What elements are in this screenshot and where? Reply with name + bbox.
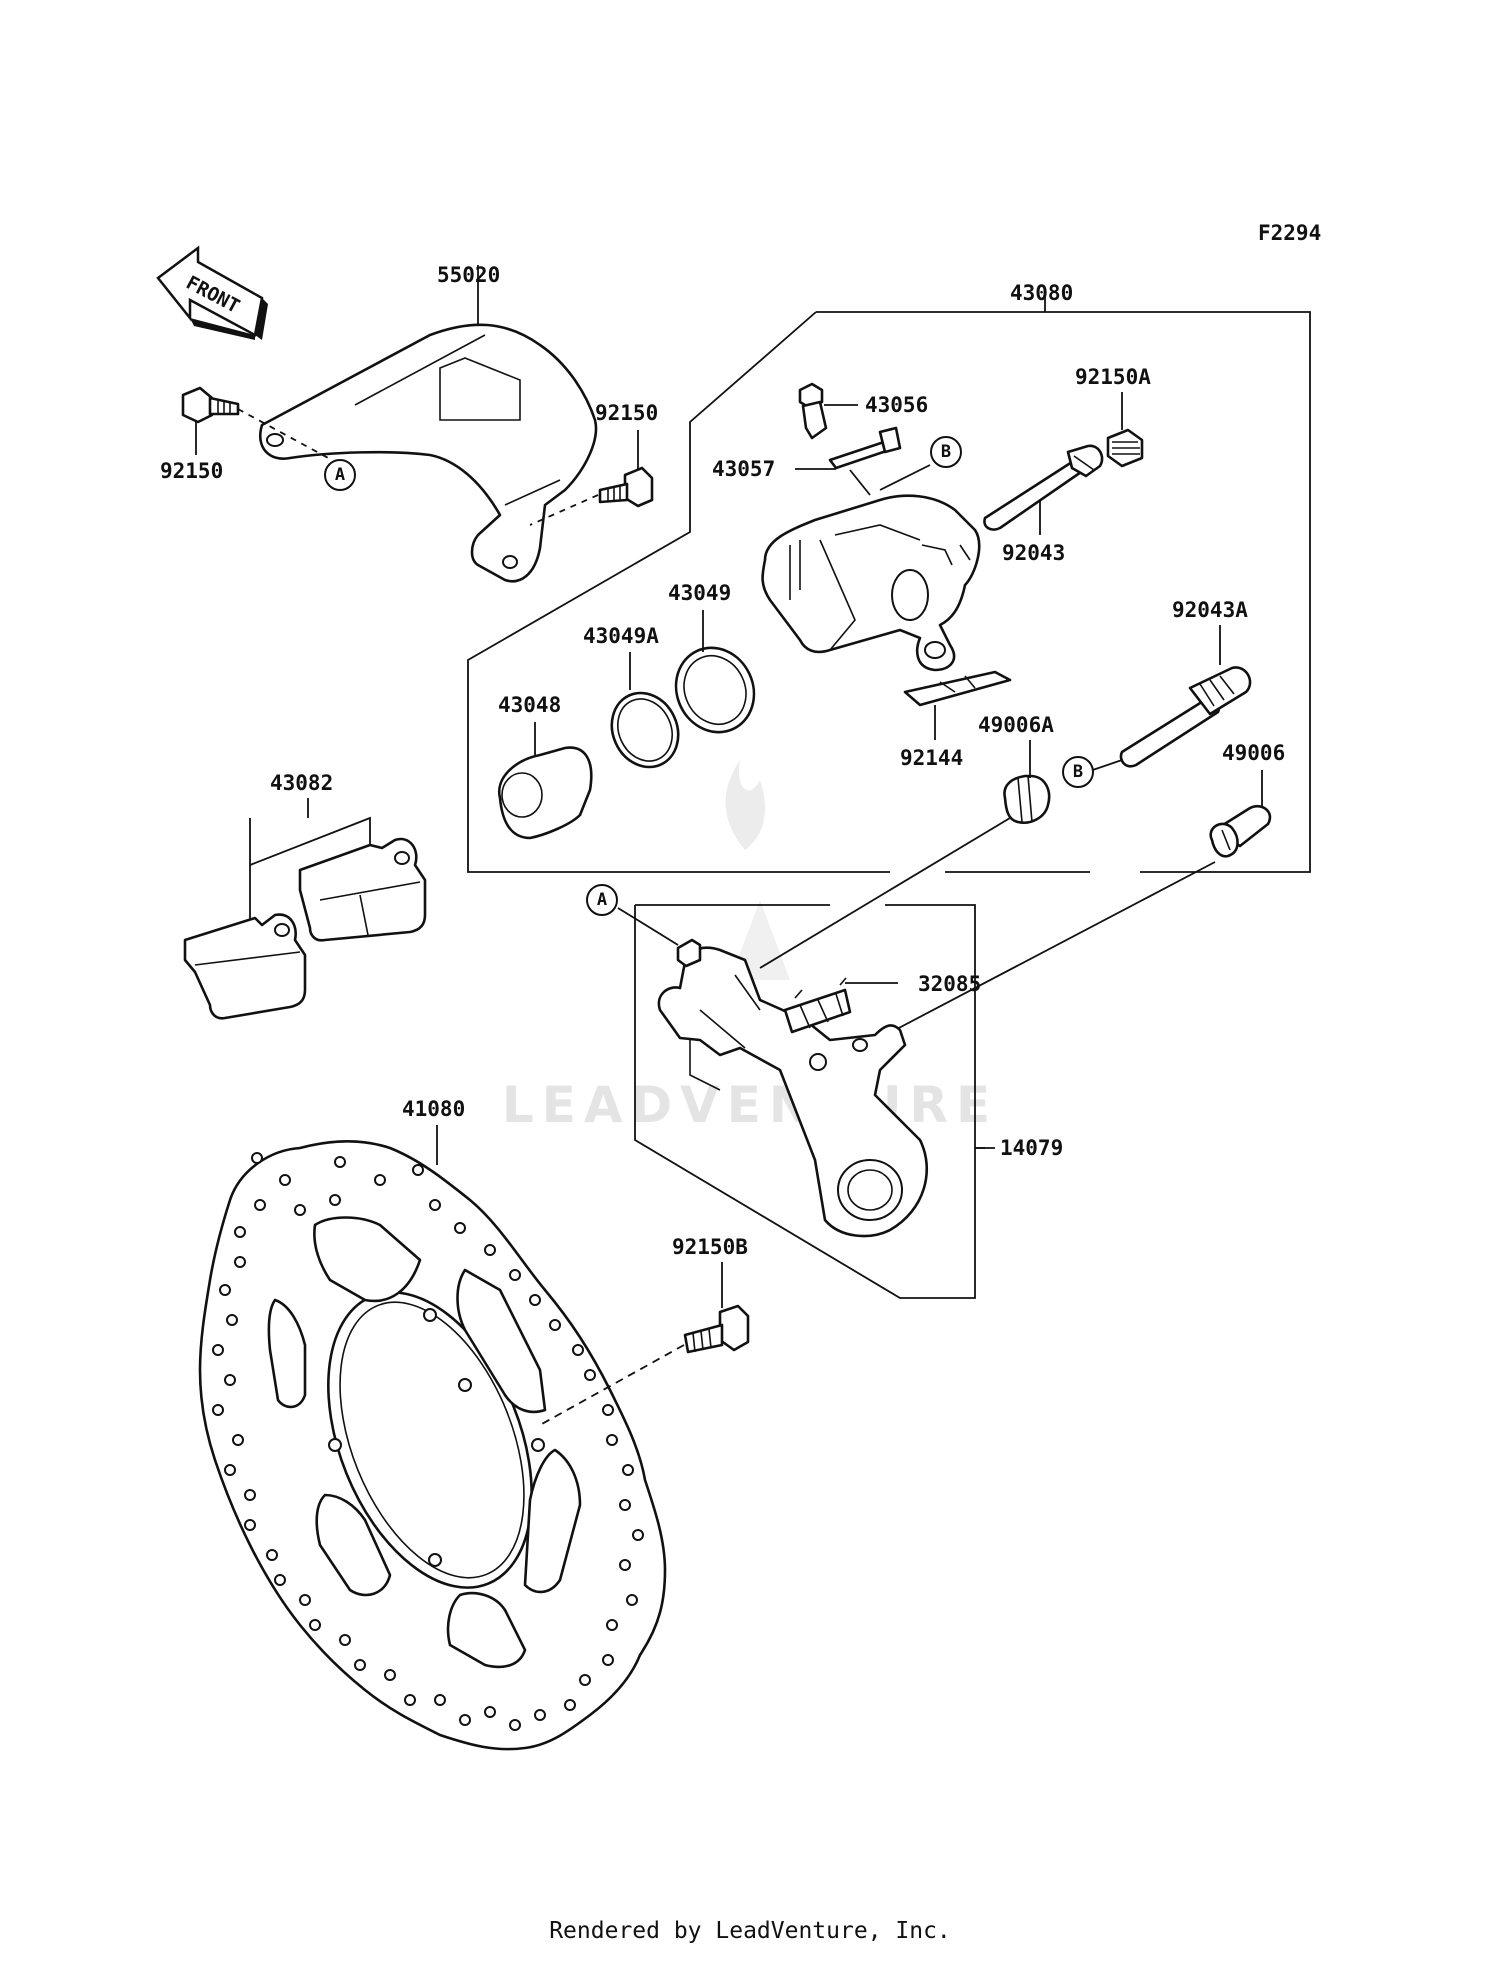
label-92150-left: 92150 (160, 459, 223, 483)
bleeder-valve (798, 382, 828, 440)
bolt-right (598, 466, 654, 508)
ref-marker-b-lower: B (1062, 756, 1094, 788)
leader-92150-right-dash (529, 494, 599, 526)
svg-text:B: B (941, 442, 951, 462)
leader-43057-to-caliper (849, 469, 871, 496)
pad-spring (903, 670, 1012, 707)
figure-code: F2294 (1258, 221, 1321, 245)
label-43057: 43057 (712, 457, 775, 481)
label-14079: 14079 (1000, 1136, 1063, 1160)
label-55020: 55020 (437, 263, 500, 287)
label-92144: 92144 (900, 746, 963, 770)
pin-cap (1106, 428, 1144, 468)
pad-pin-upper (983, 444, 1104, 531)
label-49006A: 49006A (978, 713, 1054, 737)
ref-marker-b-upper: B (930, 436, 962, 468)
boot-bushing (1003, 774, 1051, 824)
footer-credit: Rendered by LeadVenture, Inc. (549, 1918, 951, 1944)
watermark-text: LEADVENTURE (502, 1076, 998, 1134)
label-43048: 43048 (498, 693, 561, 717)
caliper-holder-bracket (634, 904, 995, 1299)
leader-ref-a-lower (617, 907, 679, 946)
label-92043A: 92043A (1172, 598, 1248, 622)
svg-text:A: A (597, 890, 607, 910)
ref-marker-a-lower: A (586, 884, 618, 916)
label-43082: 43082 (270, 771, 333, 795)
leader-49006A-to-holder (759, 817, 1011, 969)
label-43080: 43080 (1010, 281, 1073, 305)
bushing (1209, 804, 1272, 858)
label-43049A: 43049A (583, 624, 659, 648)
dust-seal (610, 691, 680, 769)
ref-marker-a-upper: A (324, 459, 356, 491)
caliper-assembly-bracket (467, 293, 1311, 873)
label-41080: 41080 (402, 1097, 465, 1121)
brake-pad-rear (298, 837, 427, 942)
caliper-holder (657, 938, 928, 1238)
brake-pad-front (183, 913, 307, 1020)
caliper-guard (259, 323, 598, 583)
label-43049: 43049 (668, 581, 731, 605)
leader-ref-b-upper (879, 464, 931, 491)
label-92150B: 92150B (672, 1235, 748, 1259)
svg-text:A: A (335, 465, 345, 485)
piston-seal (674, 646, 756, 734)
label-49006: 49006 (1222, 741, 1285, 765)
label-32085: 32085 (918, 972, 981, 996)
front-arrow-icon: FRONT (156, 245, 268, 340)
watermark-logo (725, 760, 790, 980)
piston (497, 746, 593, 840)
pad-spring-holder (783, 977, 852, 1034)
label-43056: 43056 (865, 393, 928, 417)
caliper-body (761, 494, 981, 672)
brake-disc (198, 1139, 667, 1751)
pad-pin-lower (1119, 666, 1252, 768)
label-92150-right: 92150 (595, 401, 658, 425)
leader-49006-to-holder (894, 861, 1216, 1031)
leader-92150-left-dash (237, 408, 331, 460)
pin-clip (828, 426, 902, 470)
bolt-left (181, 386, 240, 424)
label-92150A: 92150A (1075, 365, 1151, 389)
disc-mounting-bolt (683, 1304, 750, 1354)
label-92043: 92043 (1002, 541, 1065, 565)
svg-text:B: B (1073, 762, 1083, 782)
